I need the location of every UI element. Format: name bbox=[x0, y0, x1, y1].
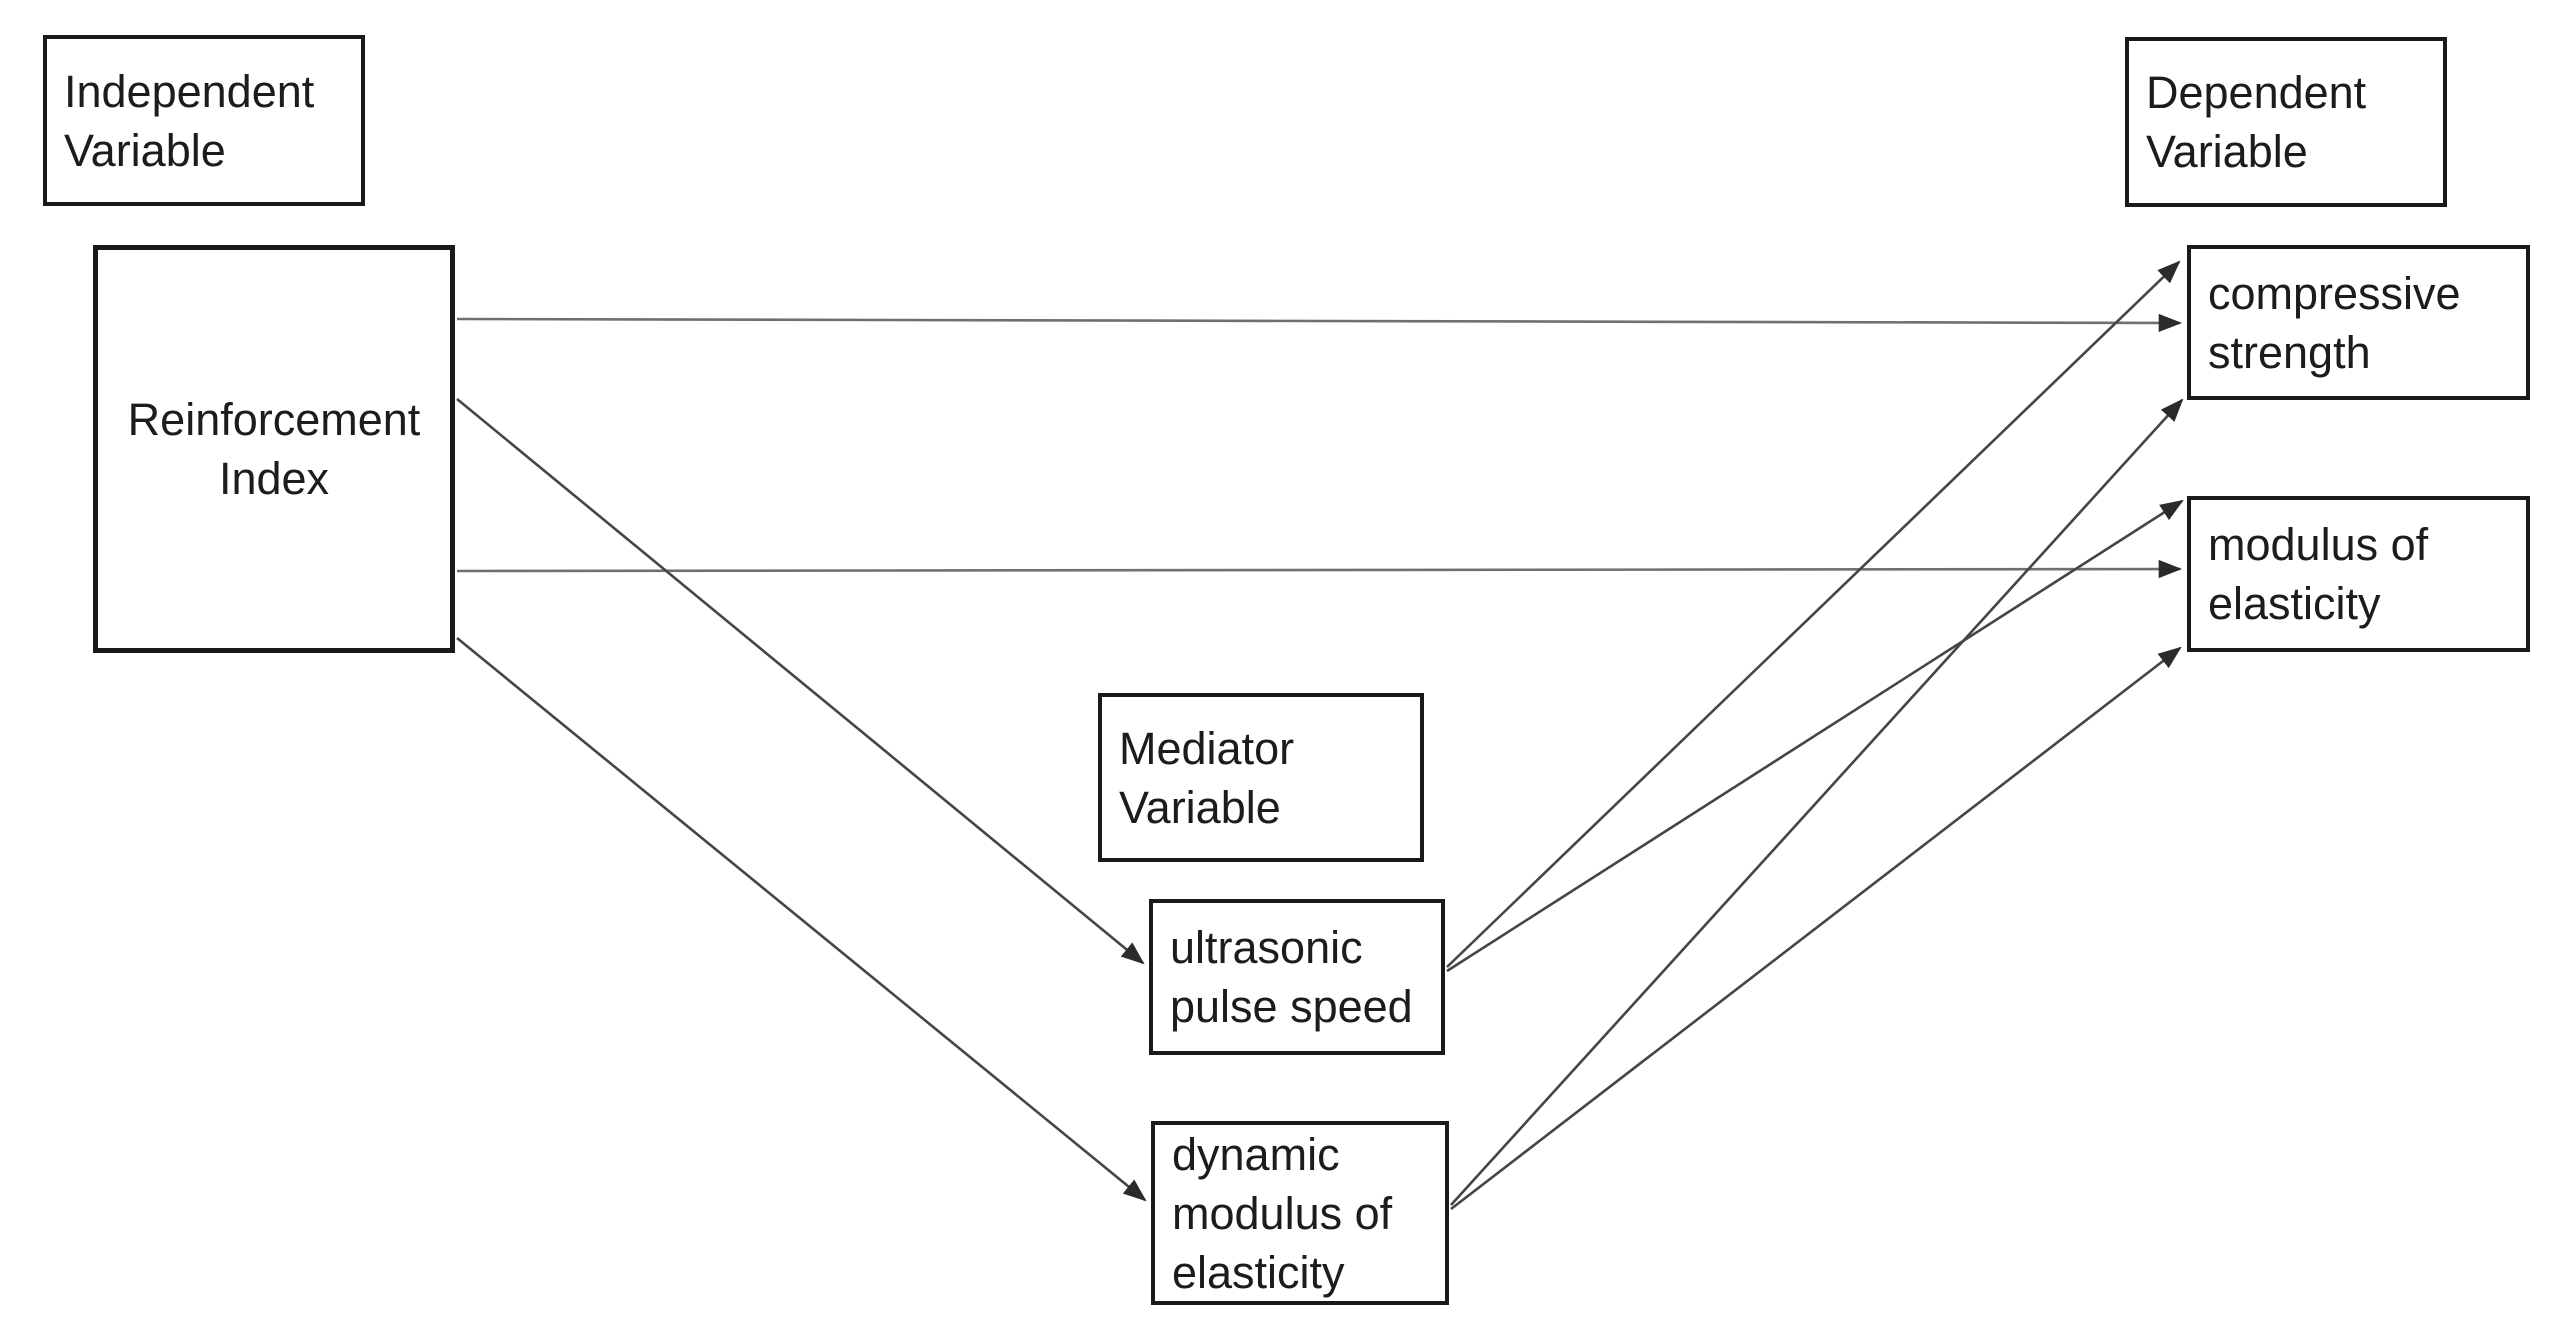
node-text-line: Dependent bbox=[2146, 67, 2367, 118]
edge-reinforcement-to-modulus bbox=[456, 559, 2183, 579]
node-ultrasonic-pulse-speed: ultrasonic pulse speed bbox=[1149, 899, 1445, 1055]
node-text-line: modulus of bbox=[2208, 519, 2429, 570]
node-text-line: Mediator bbox=[1119, 722, 1295, 774]
node-text-line: pulse speed bbox=[1170, 981, 1413, 1032]
edge-ultrasonic-to-compressive bbox=[1446, 260, 2181, 968]
node-text-line: ultrasonic bbox=[1170, 922, 1363, 973]
edge-reinforcement-to-compressive bbox=[456, 313, 2183, 333]
node-modulus-of-elasticity: modulus of elasticity bbox=[2187, 496, 2530, 652]
node-dependent-variable-label: Dependent Variable bbox=[2125, 37, 2447, 207]
node-text-line: Independent bbox=[64, 65, 315, 117]
node-text-line: Variable bbox=[64, 124, 226, 176]
node-text-line: Reinforcement bbox=[127, 394, 421, 445]
edge-dynamic-to-compressive bbox=[1450, 398, 2184, 1206]
edge-reinforcement-to-dynamic bbox=[456, 636, 1147, 1202]
node-text-line: modulus of bbox=[1172, 1187, 1393, 1239]
node-text-line: dynamic bbox=[1172, 1128, 1340, 1180]
node-dynamic-modulus-of-elasticity: dynamic modulus of elasticity bbox=[1151, 1121, 1449, 1305]
edge-dynamic-to-modulus bbox=[1450, 646, 2182, 1211]
edge-reinforcement-to-ultrasonic bbox=[456, 397, 1145, 965]
node-mediator-variable-label: Mediator Variable bbox=[1098, 693, 1424, 862]
node-text-line: compressive bbox=[2208, 267, 2461, 319]
node-text-line: Variable bbox=[1119, 781, 1281, 833]
node-text-line: elasticity bbox=[1172, 1246, 1345, 1298]
node-text-line: strength bbox=[2208, 326, 2371, 378]
node-text-line: Index bbox=[218, 453, 330, 504]
node-independent-variable-label: Independent Variable bbox=[43, 35, 365, 206]
node-reinforcement-index: Reinforcement Index bbox=[93, 245, 455, 653]
node-text-line: Variable bbox=[2146, 126, 2308, 177]
edge-ultrasonic-to-modulus bbox=[1446, 499, 2184, 973]
node-compressive-strength: compressive strength bbox=[2187, 245, 2530, 400]
node-text-line: elasticity bbox=[2208, 578, 2381, 629]
